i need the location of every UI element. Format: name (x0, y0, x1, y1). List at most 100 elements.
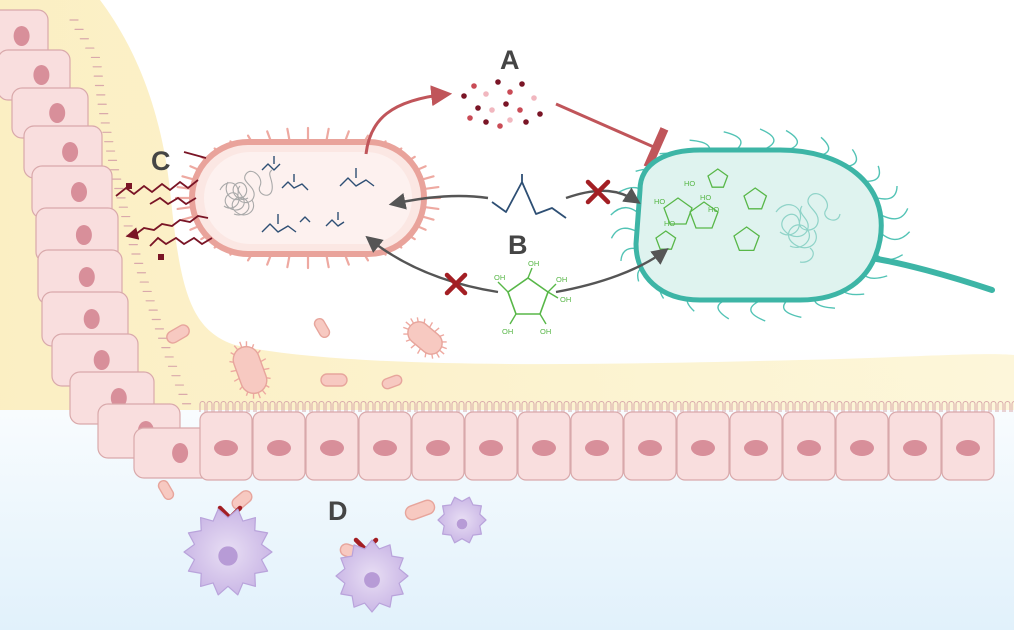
bacteriocin-particle (461, 93, 467, 99)
signal-line (115, 179, 199, 197)
microvillus (843, 401, 850, 412)
microvillus (213, 401, 220, 412)
microvillus (906, 401, 913, 412)
microvillus (913, 401, 920, 412)
flagellum (867, 255, 995, 293)
microvillus (983, 401, 990, 412)
signal-line (149, 236, 213, 247)
microvillus (325, 401, 332, 412)
microvillus (815, 401, 822, 412)
block-x-icon (585, 179, 611, 205)
pilus (176, 205, 193, 211)
microvillus (892, 401, 899, 412)
bacteriocin-particle (467, 115, 473, 121)
microvillus (997, 401, 1004, 412)
inhibition-line (555, 102, 669, 169)
hydroxyl-label: HO (664, 219, 675, 228)
microvillus (241, 401, 248, 412)
microvillus (948, 401, 955, 412)
cell-nucleus (33, 65, 50, 85)
bacteriocin-particle (507, 117, 513, 123)
hydroxyl-label: OH (556, 275, 567, 284)
cell-nucleus (49, 103, 66, 123)
microvillus (430, 401, 437, 412)
pilus (325, 254, 330, 269)
hydroxyl-label: OH (494, 273, 505, 282)
microvillus (605, 401, 612, 412)
bacteriocin-particle (519, 81, 525, 87)
epithelium (0, 9, 995, 481)
microvillus (262, 401, 269, 412)
pilus (239, 341, 243, 348)
immune-cell (437, 496, 487, 544)
sugar-ring (689, 201, 719, 229)
small-bacterium (229, 341, 271, 399)
scfa-molecule (339, 168, 375, 187)
microvillus (682, 401, 689, 412)
cell-nucleus (426, 440, 450, 456)
small-bacterium (231, 490, 253, 510)
microvillus (640, 401, 647, 412)
microvillus (220, 401, 227, 412)
microvillus (934, 401, 941, 412)
microvillus (955, 401, 962, 412)
microvillus (598, 401, 605, 412)
bacteriocin-particle (507, 89, 513, 95)
bacteriocin-particle (475, 105, 481, 111)
microvillus (689, 401, 696, 412)
microvillus (738, 401, 745, 412)
microvillus (675, 401, 682, 412)
microvillus (850, 401, 857, 412)
microvillus (633, 401, 640, 412)
cell-nucleus (903, 440, 927, 456)
pilus (233, 377, 240, 382)
microvillus (591, 401, 598, 412)
microvillus (465, 401, 472, 412)
microvillus (556, 401, 563, 412)
microvillus (871, 401, 878, 412)
small-bacterium (157, 479, 175, 501)
bacterium-body (313, 317, 331, 339)
pilus (286, 127, 291, 142)
bacterium-body (381, 374, 403, 390)
cell-nucleus (71, 182, 87, 202)
sugar-ring (733, 226, 760, 252)
microvillus (822, 401, 829, 412)
microvillus (920, 401, 927, 412)
microvillus (248, 401, 255, 412)
microvillus (290, 401, 297, 412)
bacterium-body (166, 324, 190, 344)
microvillus (724, 401, 731, 412)
cell-nucleus (93, 350, 110, 370)
cell-nucleus (691, 440, 715, 456)
sugars-inside-pathogen (655, 168, 768, 252)
pilus (416, 348, 422, 354)
microvillus (535, 401, 542, 412)
microvillus (528, 401, 535, 412)
bacterium-body (231, 490, 253, 510)
microvillus (794, 401, 801, 412)
commensal-nucleoid (219, 169, 273, 216)
microvillus (836, 401, 843, 412)
microvillus (549, 401, 556, 412)
microvillus (864, 401, 871, 412)
small-bacterium (320, 373, 348, 387)
bacteriocin-particle (517, 107, 523, 113)
hydroxyl-label: OH (560, 295, 571, 304)
hydroxyl-label: OH (528, 259, 539, 268)
sugar-to-commensal-arrow (365, 235, 499, 294)
cell-nucleus (532, 440, 556, 456)
microvillus (759, 401, 766, 412)
sugar-ring (655, 230, 677, 250)
microvillus (416, 401, 423, 412)
microvillus (878, 401, 885, 412)
microvillus (507, 401, 514, 412)
microvillus (269, 401, 276, 412)
signal-line (183, 151, 207, 159)
bacteriocin-particle (483, 91, 489, 97)
microvillus (885, 401, 892, 412)
microvillus (717, 401, 724, 412)
microvillus (304, 401, 311, 412)
immune-cell (335, 539, 409, 613)
microvillus (710, 401, 717, 412)
